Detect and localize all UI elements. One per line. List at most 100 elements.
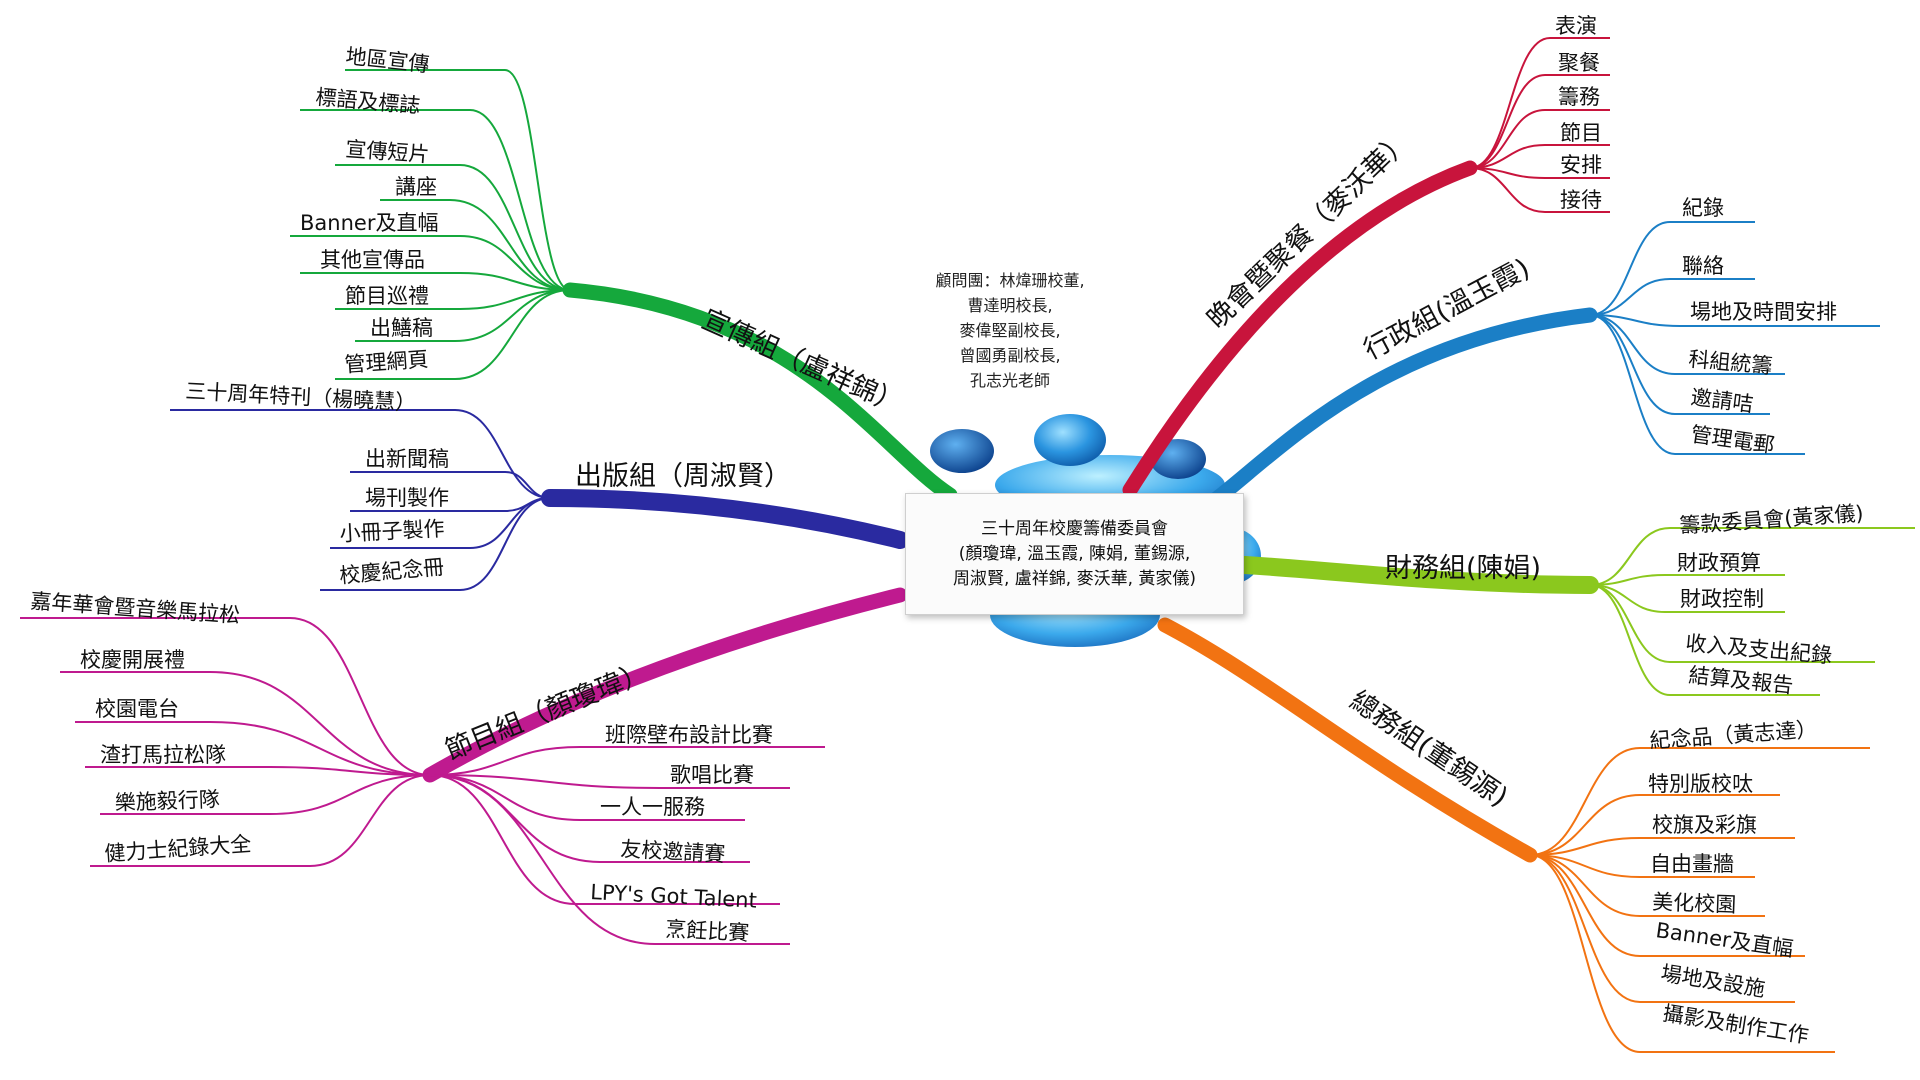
connector-general <box>1529 854 1765 917</box>
central-topic-title: 三十周年校慶籌備委員會 <box>981 518 1168 539</box>
node-publicity-item[interactable]: 宣傳短片 <box>345 137 430 167</box>
branch-label-publishing[interactable]: 出版組（周淑賢） <box>575 461 791 492</box>
connector-admin <box>1589 314 1805 455</box>
branch-stroke-general <box>1157 617 1538 863</box>
node-program-item[interactable]: 樂施毅行隊 <box>114 787 220 815</box>
branch-stroke-admin <box>1207 307 1598 508</box>
node-finance-item[interactable]: 財政控制 <box>1680 587 1764 611</box>
branch-stroke-finance <box>1236 556 1599 594</box>
node-general-item[interactable]: 美化校園 <box>1652 890 1737 917</box>
node-finance-item[interactable]: 籌款委員會(黃家儀) <box>1679 501 1865 538</box>
connector-program <box>75 721 431 776</box>
node-general-item[interactable]: Banner及直幅 <box>1654 918 1794 961</box>
advisory-line: 顧問團：林煒珊校董, <box>935 271 1085 290</box>
connector-publicity <box>300 109 571 291</box>
advisory-line: 曹達明校長, <box>967 296 1053 315</box>
advisory-line: 孔志光老師 <box>969 371 1050 390</box>
connector-general <box>1529 854 1795 1003</box>
connector-publishing <box>170 409 551 499</box>
node-admin-item[interactable]: 邀請咭 <box>1689 385 1754 416</box>
connector-program <box>20 617 431 776</box>
node-admin-item[interactable]: 紀錄 <box>1682 196 1724 220</box>
node-admin-item[interactable]: 聯絡 <box>1682 254 1724 278</box>
connector-publicity <box>380 199 571 291</box>
branch-label-publicity[interactable]: 宣傳組（盧祥錦） <box>697 304 907 420</box>
connector-publishing <box>320 497 551 591</box>
connector-dinner <box>1469 74 1610 169</box>
node-program-item[interactable]: 校慶開展禮 <box>80 648 185 672</box>
node-finance-item[interactable]: 財政預算 <box>1677 551 1761 575</box>
node-program-item[interactable]: 校園電台 <box>95 697 179 721</box>
connector-general <box>1529 747 1870 856</box>
node-admin-item[interactable]: 場地及時間安排 <box>1690 300 1837 324</box>
branch-label-dinner[interactable]: 晚會暨聚餐（麥沃華） <box>1201 125 1417 335</box>
advisory-line: 曾國勇副校長, <box>959 346 1061 365</box>
connector-publicity <box>335 289 571 380</box>
node-program-item[interactable]: 班際壁布設計比賽 <box>605 723 773 747</box>
node-dinner-item[interactable]: 安排 <box>1560 153 1602 177</box>
node-program-item[interactable]: 渣打馬拉松隊 <box>100 743 226 767</box>
node-program-item[interactable]: 歌唱比賽 <box>670 763 754 787</box>
connector-program <box>60 671 431 776</box>
connector-finance <box>1589 584 1820 696</box>
connector-publishing <box>350 471 551 499</box>
central-topic[interactable]: 三十周年校慶籌備委員會 (顏瓊瑋, 溫玉霞, 陳娟, 董錫源, 周淑賢, 盧祥錦… <box>905 493 1244 615</box>
connector-admin <box>1589 314 1770 415</box>
node-publishing-item[interactable]: 校慶紀念冊 <box>338 555 445 588</box>
node-dinner-item[interactable]: 接待 <box>1560 188 1602 212</box>
node-general-item[interactable]: 自由畫牆 <box>1650 852 1734 876</box>
node-publishing-item[interactable]: 小冊子製作 <box>339 517 445 546</box>
node-publicity-item[interactable]: Banner及直幅 <box>300 211 438 235</box>
connector-program <box>429 746 825 776</box>
node-publicity-item[interactable]: 其他宣傳品 <box>320 248 425 272</box>
node-program-item[interactable]: 烹飪比賽 <box>665 917 750 945</box>
node-publicity-item[interactable]: 節目巡禮 <box>345 284 429 308</box>
connector-finance <box>1589 527 1915 586</box>
node-publicity-item[interactable]: 出鱔稿 <box>370 316 433 340</box>
node-general-item[interactable]: 攝影及制作工作 <box>1661 1001 1810 1048</box>
node-general-item[interactable]: 校旗及彩旗 <box>1652 813 1757 837</box>
branch-general[interactable]: 紀念品（黃志達）特別版校呔校旗及彩旗自由畫牆美化校園Banner及直幅場地及設施… <box>1157 617 1870 1053</box>
connector-publicity <box>345 69 571 291</box>
connector-general <box>1529 854 1755 878</box>
node-dinner-item[interactable]: 籌務 <box>1558 85 1600 109</box>
connector-general <box>1529 837 1795 856</box>
node-general-item[interactable]: 場地及設施 <box>1659 961 1766 1001</box>
node-publicity-item[interactable]: 講座 <box>395 175 437 199</box>
connector-publicity <box>335 289 571 310</box>
connector-publicity <box>355 289 571 342</box>
connector-dinner <box>1469 167 1610 179</box>
connector-finance <box>1589 584 1785 613</box>
node-dinner-item[interactable]: 節目 <box>1560 121 1602 145</box>
node-program-item[interactable]: 一人一服務 <box>600 795 705 819</box>
node-publicity-item[interactable]: 管理網頁 <box>344 347 429 377</box>
node-program-item[interactable]: 友校邀請賽 <box>620 837 726 866</box>
connector-admin <box>1589 314 1880 327</box>
central-topic-members: (顏瓊瑋, 溫玉霞, 陳娟, 董錫源, <box>958 543 1191 564</box>
connector-dinner <box>1469 109 1610 169</box>
node-publishing-item[interactable]: 場刊製作 <box>365 486 449 510</box>
node-dinner-item[interactable]: 聚餐 <box>1558 51 1600 75</box>
node-finance-item[interactable]: 結算及報告 <box>1687 663 1794 698</box>
node-program-item[interactable]: LPY's Got Talent <box>590 880 758 913</box>
node-general-item[interactable]: 特別版校呔 <box>1648 772 1753 796</box>
node-admin-item[interactable]: 管理電郵 <box>1689 422 1776 457</box>
node-program-item[interactable]: 嘉年華會暨音樂馬拉松 <box>30 589 241 628</box>
connector-dinner <box>1469 167 1610 213</box>
connector-program <box>429 774 790 945</box>
node-program-item[interactable]: 健力士紀錄大全 <box>104 832 252 866</box>
node-dinner-item[interactable]: 表演 <box>1555 14 1597 38</box>
node-publicity-item[interactable]: 標語及標誌 <box>315 85 422 118</box>
connector-dinner <box>1469 144 1610 169</box>
node-publicity-item[interactable]: 地區宣傳 <box>344 44 430 77</box>
connector-admin <box>1589 278 1755 316</box>
branch-label-finance[interactable]: 財務組(陳娟) <box>1385 553 1541 584</box>
node-publishing-item[interactable]: 出新聞稿 <box>365 447 449 471</box>
connector-finance <box>1589 574 1785 586</box>
